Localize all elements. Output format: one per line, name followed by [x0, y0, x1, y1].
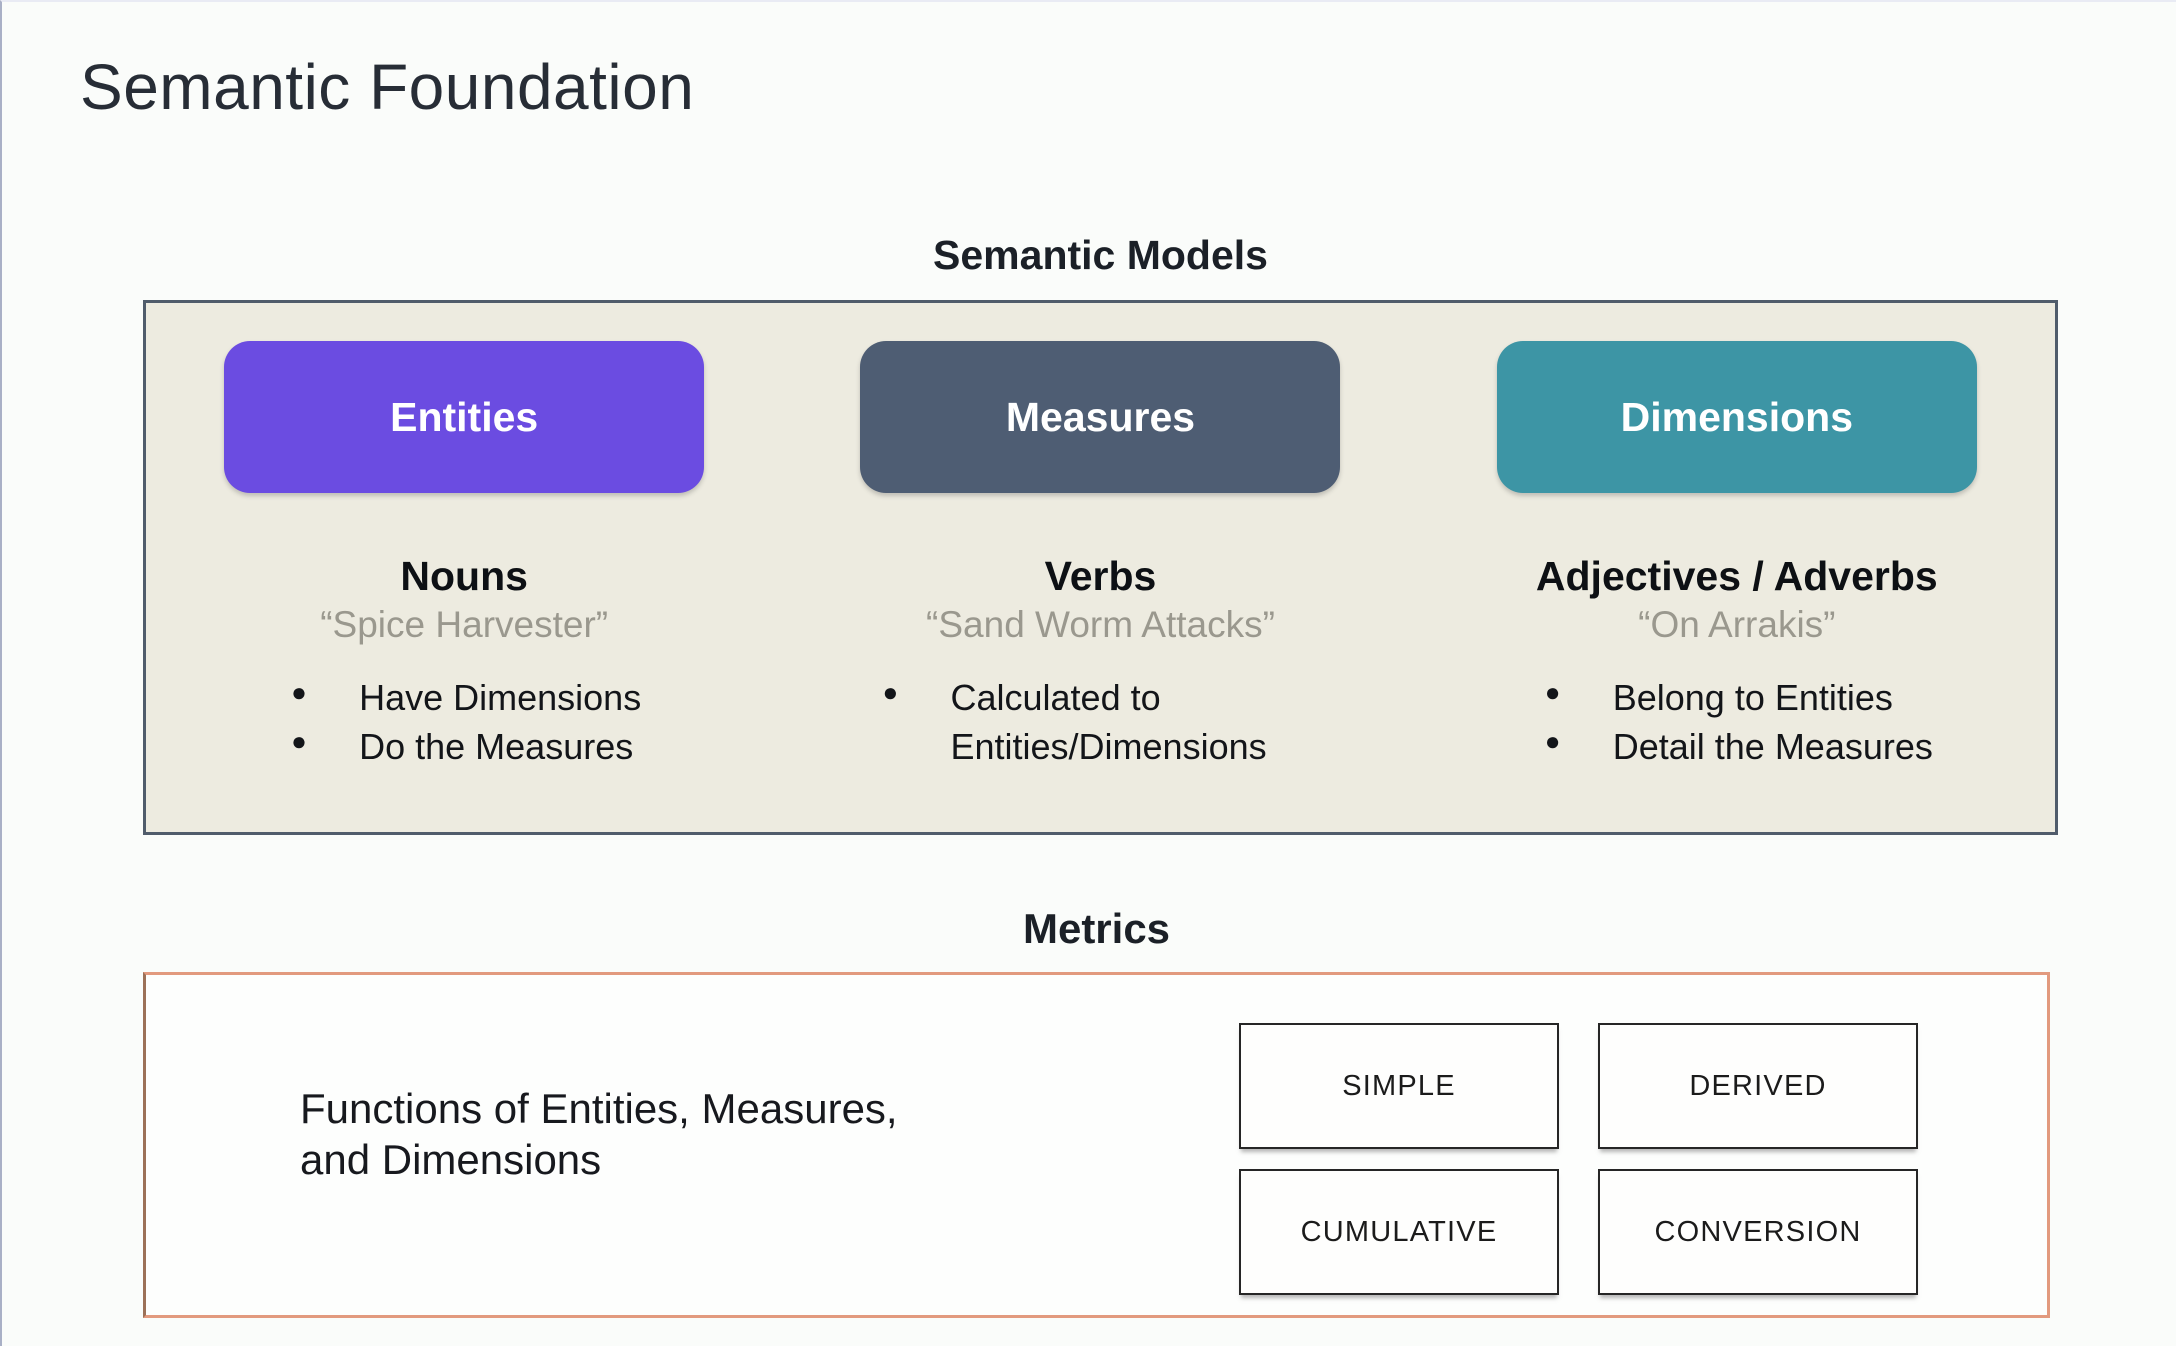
entities-example-quote: “Spice Harvester”	[320, 604, 609, 645]
metrics-panel: Functions of Entities, Measures, and Dim…	[143, 972, 2050, 1318]
measures-pill: Measures	[860, 341, 1341, 493]
entities-bullet-list: Have Dimensions Do the Measures	[287, 674, 641, 771]
dimensions-pill: Dimensions	[1496, 341, 1977, 493]
measures-role-label: Verbs	[1044, 553, 1157, 599]
semantic-models-panel: Entities Nouns “Spice Harvester” Have Di…	[143, 300, 2058, 835]
bullet-item: Do the Measures	[287, 723, 641, 772]
measures-column: Measures Verbs “Sand Worm Attacks” Calcu…	[782, 303, 1418, 832]
dimensions-column: Dimensions Adjectives / Adverbs “On Arra…	[1419, 303, 2055, 832]
metric-type-derived: DERIVED	[1598, 1023, 1918, 1149]
metric-type-simple: SIMPLE	[1239, 1023, 1559, 1149]
metric-type-conversion: CONVERSION	[1598, 1169, 1918, 1295]
bullet-item: Belong to Entities	[1541, 674, 1933, 723]
page-title: Semantic Foundation	[80, 51, 695, 123]
dimensions-role-label: Adjectives / Adverbs	[1535, 553, 1938, 599]
measures-example-quote: “Sand Worm Attacks”	[926, 604, 1275, 645]
dimensions-example-quote: “On Arrakis”	[1638, 604, 1836, 645]
dimensions-bullet-list: Belong to Entities Detail the Measures	[1541, 674, 1933, 771]
measures-bullet-list: Calculated to Entities/Dimensions	[878, 674, 1322, 771]
metric-types-grid: SIMPLE DERIVED CUMULATIVE CONVERSION	[1239, 1023, 1918, 1295]
metrics-heading: Metrics	[1022, 905, 1171, 952]
metric-type-cumulative: CUMULATIVE	[1239, 1169, 1559, 1295]
bullet-item: Calculated to Entities/Dimensions	[878, 674, 1322, 771]
entities-role-label: Nouns	[400, 553, 528, 599]
semantic-models-heading: Semantic Models	[933, 232, 1268, 278]
bullet-item: Detail the Measures	[1541, 723, 1933, 772]
entities-column: Entities Nouns “Spice Harvester” Have Di…	[146, 303, 782, 832]
entities-pill: Entities	[224, 341, 705, 493]
metrics-description: Functions of Entities, Measures, and Dim…	[300, 1085, 898, 1184]
bullet-item: Have Dimensions	[287, 674, 641, 723]
